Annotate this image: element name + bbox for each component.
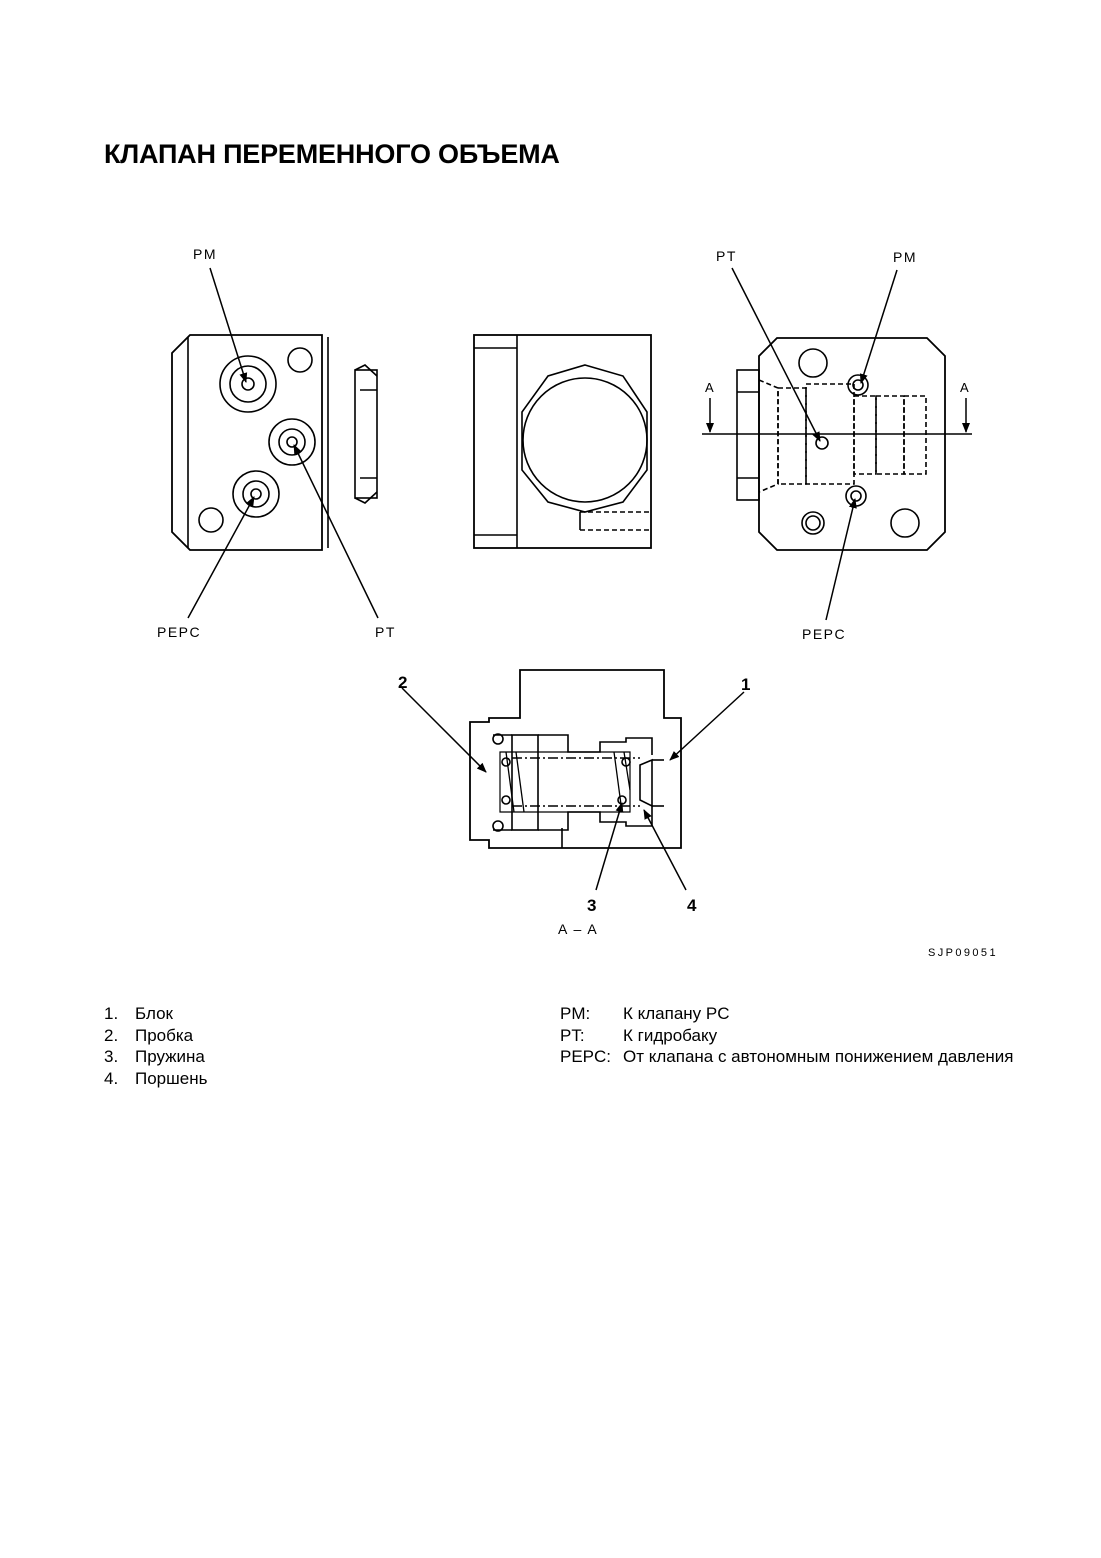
legend-text: От клапана с автономным понижением давле…	[623, 1047, 1014, 1066]
side-view-middle	[473, 334, 652, 549]
label-section-a-right: A	[960, 380, 970, 395]
label-num-2: 2	[398, 673, 409, 692]
legend-item: PM: К клапану PC	[560, 1003, 1014, 1025]
label-num-1: 1	[741, 675, 752, 694]
label-num-4: 4	[687, 896, 698, 915]
label-section-a-left: A	[705, 380, 715, 395]
legend-text: К гидробаку	[623, 1025, 718, 1045]
legend-number: 1.	[104, 1004, 119, 1023]
label-pepc-3: PEPC	[802, 626, 846, 642]
legend-item: PEPC: От клапана с автономным понижением …	[560, 1046, 1014, 1068]
legend-item: PT: К гидробаку	[560, 1025, 1014, 1047]
legend-text: Пружина	[135, 1047, 205, 1066]
label-pt-3: PT	[716, 248, 737, 264]
label-pm-3: PM	[893, 249, 917, 265]
legend-item: 1. Блок	[104, 1003, 207, 1025]
section-a-a	[401, 669, 745, 891]
ports-legend: PM: К клапану PC PT: К гидробаку PEPC: От к…	[560, 1003, 1014, 1068]
legend-number: 4.	[104, 1068, 119, 1088]
label-pepc-1: PEPC	[157, 624, 201, 640]
legend-text: К клапану PC	[623, 1004, 730, 1023]
page-title: КЛАПАН ПЕРЕМЕННОГО ОБЪЕМА	[104, 139, 560, 169]
legend-text: Пробка	[135, 1025, 194, 1045]
legend-text: Поршень	[135, 1068, 208, 1088]
legend-number: 2.	[104, 1025, 119, 1045]
section-label: A – A	[558, 921, 598, 937]
legend-item: 4. Поршень	[104, 1068, 207, 1090]
front-view-left	[171, 267, 379, 619]
legend-abbr: PM:	[560, 1004, 591, 1023]
label-pm-1: PM	[193, 246, 217, 262]
parts-legend: 1. Блок 2. Пробка 3. Пружина 4. Поршень	[104, 1003, 207, 1089]
drawing-code: SJP09051	[928, 947, 998, 959]
rear-view-right	[702, 267, 972, 621]
legend-item: 2. Пробка	[104, 1025, 207, 1047]
legend-item: 3. Пружина	[104, 1046, 207, 1068]
legend-abbr: PEPC:	[560, 1047, 612, 1066]
legend-text: Блок	[135, 1004, 173, 1023]
label-pt-1: PT	[375, 624, 396, 640]
label-num-3: 3	[587, 896, 598, 915]
legend-abbr: PT:	[560, 1025, 585, 1045]
legend-number: 3.	[104, 1047, 119, 1066]
